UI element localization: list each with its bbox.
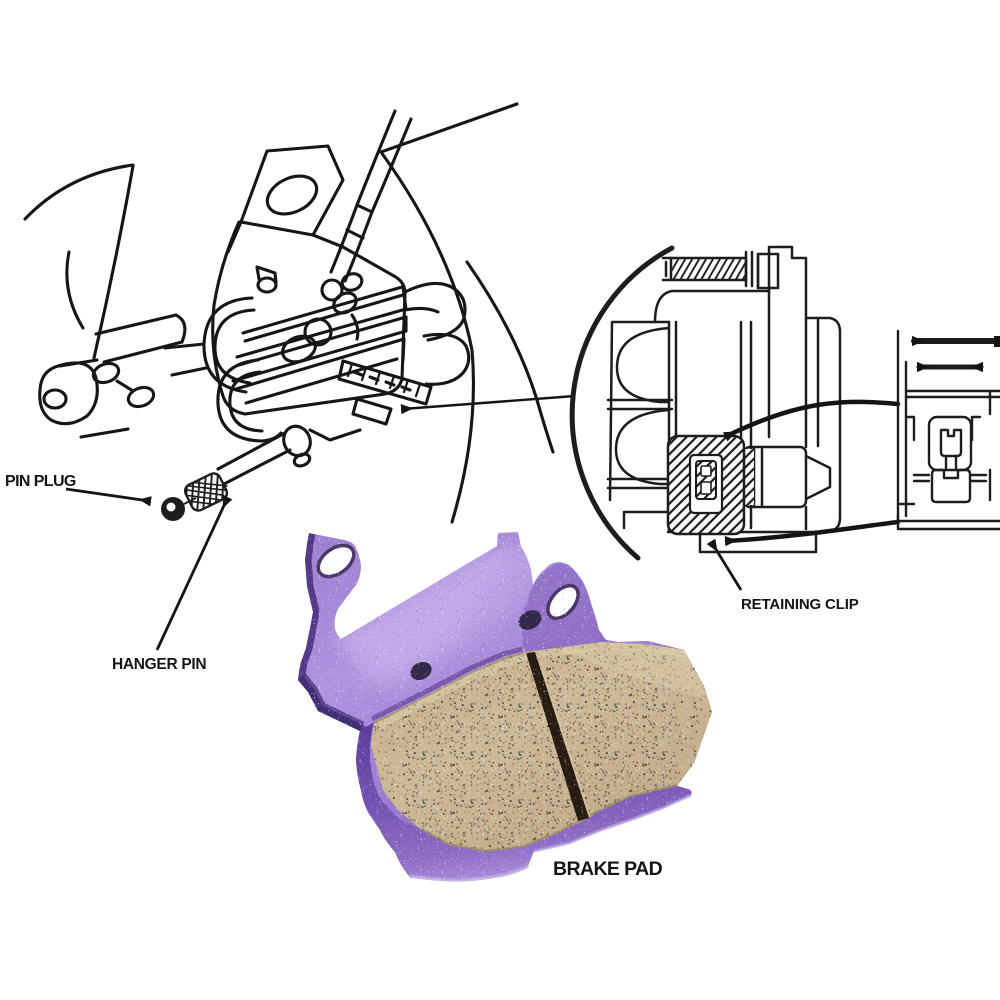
svg-text:RETAINING CLIP: RETAINING CLIP <box>741 596 859 613</box>
svg-text:BRAKE PAD: BRAKE PAD <box>553 858 663 880</box>
svg-text:HANGER PIN: HANGER PIN <box>112 656 206 673</box>
svg-text:PIN PLUG: PIN PLUG <box>5 473 76 490</box>
